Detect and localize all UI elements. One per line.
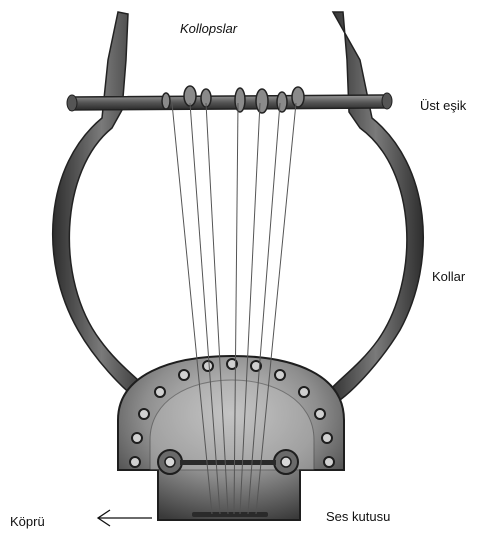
arms-label: Kollar — [432, 270, 465, 283]
bridge-pointer-arrow — [98, 510, 152, 526]
crossbar-label: Üst eşik — [420, 99, 466, 112]
left-arm — [53, 12, 150, 400]
crossbar — [70, 95, 388, 110]
tuning-pegs-label: Kollopslar — [180, 22, 237, 35]
soundbox-label: Ses kutusu — [326, 510, 390, 523]
bridge-label: Köprü — [10, 515, 45, 528]
right-arm — [328, 12, 423, 400]
